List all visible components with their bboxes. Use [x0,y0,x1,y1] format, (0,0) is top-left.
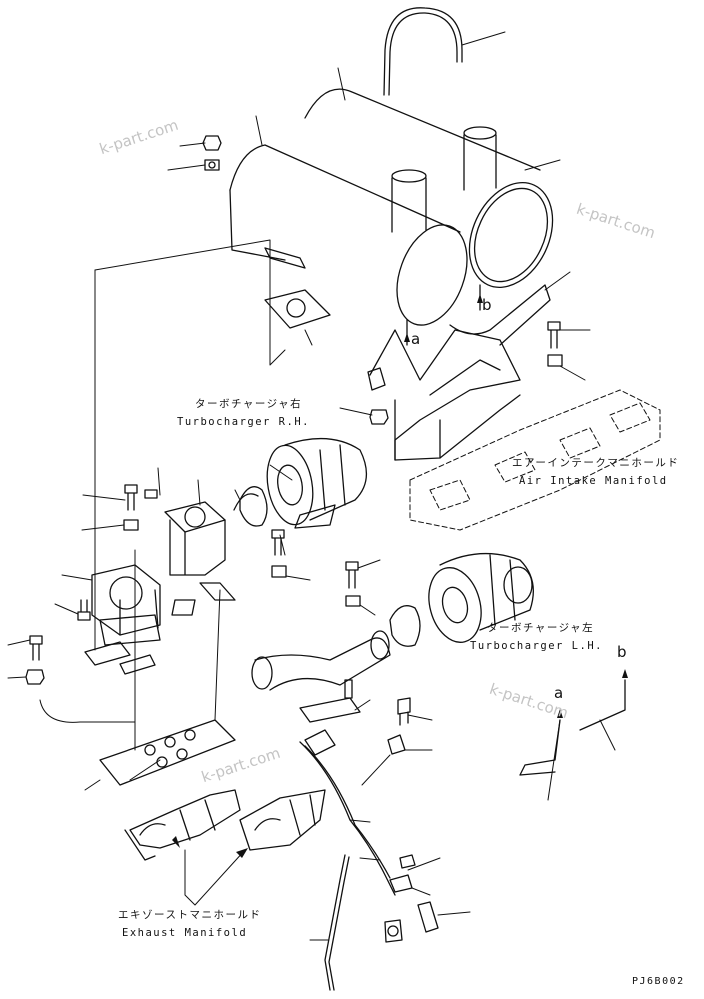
bolt-left-1 [124,484,138,511]
leader-lines [7,31,616,941]
turbocharger-lh [428,552,534,643]
exhaust-manifold-section-1 [124,789,241,861]
canister-end-a [396,224,468,326]
exhaust-elbow-left [91,564,161,646]
air-intake-manifold-label-jp: エアーインテークマニホールド [512,457,680,469]
breather-hose [383,7,463,96]
nut-top [202,135,222,151]
air-cleaner-assembly [229,7,554,461]
bolt-left-2 [144,489,158,499]
stud-center [344,679,353,699]
turbocharger-rh [266,437,367,529]
turbocharger-rh-label-jp: ターボチャージャ右 [195,398,303,410]
exhaust-manifold-section-2 [239,789,326,851]
canister-end-b [468,181,554,289]
sealing-washer-1 [389,874,413,893]
washer-center-2 [345,595,361,607]
gasket-plate-1 [84,641,131,666]
heat-shield-plate [99,719,236,786]
pipe-a [519,719,561,776]
air-intake-manifold [409,389,661,531]
drawing-code: PJ6B002 [632,976,685,987]
flange-gasket [264,289,331,329]
bolt-center-2 [345,561,359,589]
spacer-clip-1 [171,599,196,616]
exhaust-manifold-label-en: Exhaust Manifold [122,927,248,939]
turbocharger-rh-label-en: Turbocharger R.H. [177,416,310,428]
bolt-left-3 [77,599,91,621]
banjo-fitting [384,919,403,943]
nut-center-1 [271,565,287,578]
bolt-right-1 [547,321,561,349]
washer-left-1 [123,519,139,531]
pipe-flange [304,729,336,756]
turbocharger-lh-label-en: Turbocharger L.H. [470,640,603,652]
sealing-washer-2 [399,854,416,869]
marker-a-lower: a [554,684,564,702]
air-cleaner-body-front [229,144,461,233]
clamp-ring-lh [389,605,421,647]
marker-b-upper: b [482,296,492,314]
air-intake-manifold-label-en: Air Intake Manifold [519,475,668,487]
eye-bolt [417,901,439,933]
elbow-pipe [254,637,391,691]
nut-mid [369,409,389,425]
union-bolt [397,697,411,726]
bolt-left-4 [29,635,43,661]
pipe-b [579,679,626,731]
nut-right [547,354,563,367]
clamp-plate [264,247,306,269]
pipe-gasket [299,697,361,723]
outlet-pipe-a [391,177,427,233]
gasket-plate-2 [119,654,156,675]
exhaust-elbow-right [164,501,226,576]
turbocharger-lh-label-jp: ターボチャージャ左 [487,622,595,634]
spacer-clip-2 [199,582,236,601]
marker-a-upper: a [411,330,421,348]
oil-return-pipe [324,854,346,991]
clamp-ring-rh [239,486,268,527]
outlet-pipe-b [463,134,497,191]
washer-top [204,159,220,171]
air-cleaner-body-rear [304,88,541,171]
connector-nut [387,734,406,755]
exhaust-manifold-label-jp: エキゾーストマニホールド [118,909,262,921]
nut-left [25,669,45,685]
marker-b-lower: b [617,643,627,661]
